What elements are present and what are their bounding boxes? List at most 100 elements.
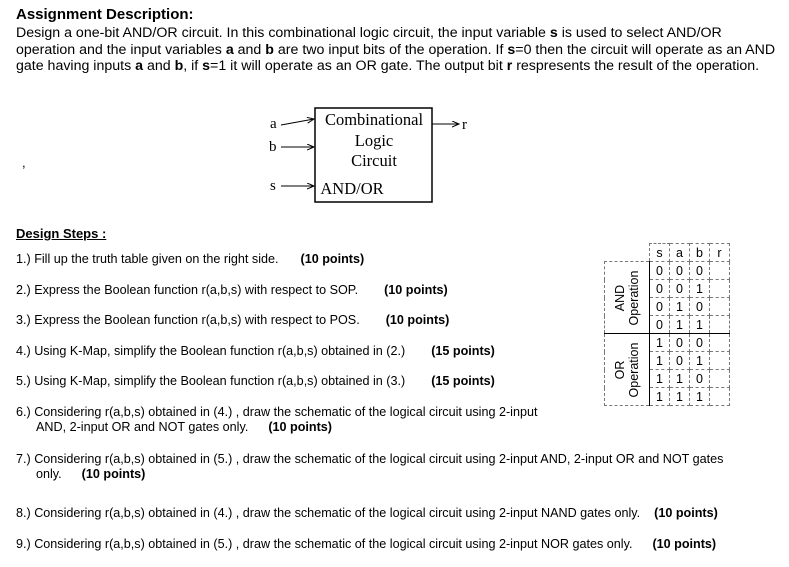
input-b-label: b xyxy=(269,139,277,155)
and-label: AND xyxy=(613,284,627,311)
desc-part: and xyxy=(233,41,266,58)
step-9: 9.) Considering r(a,b,s) obtained in (5.… xyxy=(16,537,716,552)
stray-mark: , xyxy=(22,155,26,170)
header-b: b xyxy=(689,243,710,262)
cell-a: 0 xyxy=(669,261,690,280)
step-points: (10 points) xyxy=(654,506,718,520)
step-points: (15 points) xyxy=(431,374,495,388)
var-r: r xyxy=(506,58,513,75)
step-text-cont: AND, 2-input OR and NOT gates only. xyxy=(36,420,249,434)
block-line-combinational: Combinational xyxy=(325,110,423,129)
cell-r-empty[interactable] xyxy=(709,297,730,316)
step-text: 2.) Express the Boolean function r(a,b,s… xyxy=(16,283,359,297)
var-a: a xyxy=(135,58,143,75)
desc-part: is used to select AND/OR operation and t… xyxy=(16,25,722,58)
cell-b: 0 xyxy=(689,297,710,316)
cond-s1: s xyxy=(202,58,211,75)
step-text: 1.) Fill up the truth table given on the… xyxy=(16,252,279,266)
cell-s: 0 xyxy=(649,261,670,280)
step-points: (10 points) xyxy=(300,252,365,266)
cell-b: 1 xyxy=(689,351,710,370)
desc-part: and xyxy=(143,58,175,75)
desc-part: Design a one-bit AND/OR circuit. In this… xyxy=(16,25,550,41)
desc-part: =1 it will operate as an OR gate. The ou… xyxy=(210,58,507,75)
block-line-logic: Logic xyxy=(355,131,394,150)
step-points: (10 points) xyxy=(384,283,448,297)
cell-b: 0 xyxy=(689,369,710,388)
cell-r-empty[interactable] xyxy=(709,387,730,406)
step-text: 4.) Using K-Map, simplify the Boolean fu… xyxy=(16,344,406,358)
cell-a: 0 xyxy=(669,279,690,298)
step-points: (10 points) xyxy=(652,537,717,551)
table-row: 1 1 0 xyxy=(605,369,730,388)
step-text: 5.) Using K-Map, simplify the Boolean fu… xyxy=(16,374,406,388)
block-line-andor: AND/OR xyxy=(320,179,383,198)
desc-part: respresents the result of the operation. xyxy=(512,58,760,75)
spacer xyxy=(605,244,650,262)
block-line-circuit: Circuit xyxy=(351,151,397,170)
cell-r-empty[interactable] xyxy=(709,369,730,388)
table-row: 0 1 0 xyxy=(605,297,730,316)
cell-s: 1 xyxy=(649,369,670,388)
cell-r-empty[interactable] xyxy=(709,279,730,298)
table-row: 0 0 1 xyxy=(605,279,730,298)
cell-r-empty[interactable] xyxy=(709,333,730,352)
cell-r-empty[interactable] xyxy=(709,351,730,370)
cond-s0: s xyxy=(507,41,516,58)
step-text: 3.) Express the Boolean function r(a,b,s… xyxy=(16,313,360,327)
cell-a: 0 xyxy=(669,351,690,370)
cell-s: 1 xyxy=(649,333,670,352)
or-label: OR xyxy=(613,360,627,379)
cell-s: 0 xyxy=(649,279,670,298)
cell-a: 1 xyxy=(669,315,690,334)
step-text: 6.) Considering r(a,b,s) obtained in (4.… xyxy=(16,405,538,419)
cell-b: 1 xyxy=(689,315,710,334)
cell-s: 0 xyxy=(649,297,670,316)
var-b: b xyxy=(265,41,274,58)
step-6: 6.) Considering r(a,b,s) obtained in (4.… xyxy=(16,405,538,435)
input-a-label: a xyxy=(270,116,277,132)
table-row: 0 1 1 xyxy=(605,315,730,334)
logic-block-box xyxy=(314,107,433,203)
step-2: 2.) Express the Boolean function r(a,b,s… xyxy=(16,283,448,298)
step-points: (10 points) xyxy=(81,467,146,481)
step-text-cont: only. xyxy=(36,467,62,481)
cell-a: 1 xyxy=(669,297,690,316)
design-steps-title: Design Steps : xyxy=(16,226,107,241)
assignment-heading: Assignment Description: xyxy=(16,6,194,23)
cell-b: 0 xyxy=(689,333,710,352)
var-b: b xyxy=(174,58,184,75)
step-4: 4.) Using K-Map, simplify the Boolean fu… xyxy=(16,344,495,359)
output-r-label: r xyxy=(462,117,467,133)
header-a: a xyxy=(669,243,690,262)
desc-part: , if xyxy=(183,58,203,75)
operation-label: Operation xyxy=(627,270,641,325)
cell-b: 1 xyxy=(689,387,710,406)
desc-part: are two input bits of the operation. If xyxy=(273,41,508,58)
step-points: (15 points) xyxy=(431,344,495,358)
table-row: 1 0 1 xyxy=(605,351,730,370)
cell-r-empty[interactable] xyxy=(709,261,730,280)
truth-table-header-row: s a b r xyxy=(605,243,730,262)
header-r: r xyxy=(709,243,730,262)
cell-a: 0 xyxy=(669,333,690,352)
cell-r-empty[interactable] xyxy=(709,315,730,334)
desc-part: =0 then the circuit will operate as an A… xyxy=(16,41,776,75)
step-points: (10 points) xyxy=(385,313,450,327)
cell-s: 0 xyxy=(649,315,670,334)
input-a-arrow xyxy=(280,119,314,126)
var-s: s xyxy=(549,25,558,41)
cell-a: 1 xyxy=(669,369,690,388)
cell-b: 0 xyxy=(689,261,710,280)
step-points: (10 points) xyxy=(268,420,332,434)
step-text: 7.) Considering r(a,b,s) obtained in (5.… xyxy=(16,452,724,466)
header-s: s xyxy=(649,243,670,262)
step-text: 9.) Considering r(a,b,s) obtained in (5.… xyxy=(16,537,633,551)
block-diagram: a b s r Combinational Logic Circuit AND/… xyxy=(269,107,467,203)
